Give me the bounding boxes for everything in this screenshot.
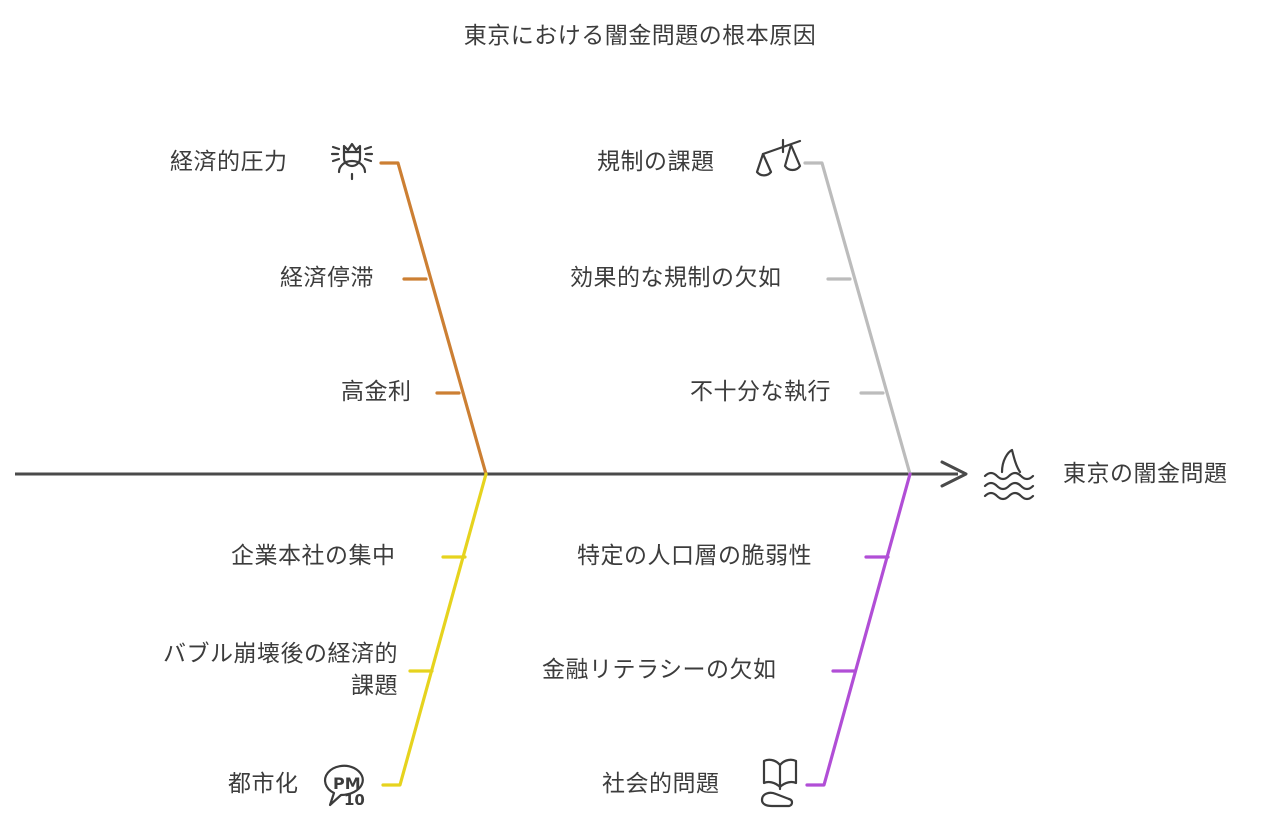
- category-label-economic-pressure[interactable]: 経済的圧力: [170, 149, 288, 175]
- category-label-regulatory-challenges[interactable]: 規制の課題: [597, 149, 715, 175]
- cause-label-high-interest-rates[interactable]: 高金利: [341, 379, 412, 405]
- stressed-person-icon: [330, 142, 374, 181]
- cause-label-insufficient-enforcement[interactable]: 不十分な執行: [690, 379, 831, 405]
- branch-urbanization: [381, 472, 488, 787]
- branch-economic-pressure: [379, 161, 488, 476]
- page-title: 東京における闇金問題の根本原因: [463, 23, 817, 49]
- category-label-social-problems[interactable]: 社会的問題: [602, 771, 720, 797]
- book-in-hand-icon: [760, 758, 798, 808]
- effect-label[interactable]: 東京の闇金問題: [1063, 461, 1228, 487]
- cause-label-lack-of-financial-literacy[interactable]: 金融リテラシーの欠如: [542, 657, 777, 683]
- svg-text:10: 10: [344, 791, 365, 809]
- cause-label-concentration-of-headquarters[interactable]: 企業本社の集中: [231, 543, 396, 569]
- fishbone-spine: [15, 460, 968, 488]
- branch-regulatory-challenges: [803, 161, 912, 476]
- category-label-urbanization[interactable]: 都市化: [228, 771, 299, 797]
- branch-social-problems: [805, 472, 912, 787]
- cause-label-line1: バブル崩壊後の経済的: [163, 641, 398, 667]
- svg-text:PM: PM: [333, 774, 361, 793]
- balance-scale-icon: [755, 138, 802, 177]
- cause-label-line2: 課題: [351, 673, 398, 699]
- pm10-speech-bubble-icon: PM 10: [324, 764, 365, 809]
- waves-shark-fin-icon: [983, 448, 1035, 501]
- cause-label-lack-of-effective-regulation[interactable]: 効果的な規制の欠如: [570, 265, 782, 291]
- cause-label-economic-stagnation[interactable]: 経済停滞: [280, 265, 374, 291]
- cause-label-vulnerability-of-demographics[interactable]: 特定の人口層の脆弱性: [577, 543, 812, 569]
- cause-label-post-bubble-economic-challenges[interactable]: バブル崩壊後の経済的 課題: [118, 638, 398, 702]
